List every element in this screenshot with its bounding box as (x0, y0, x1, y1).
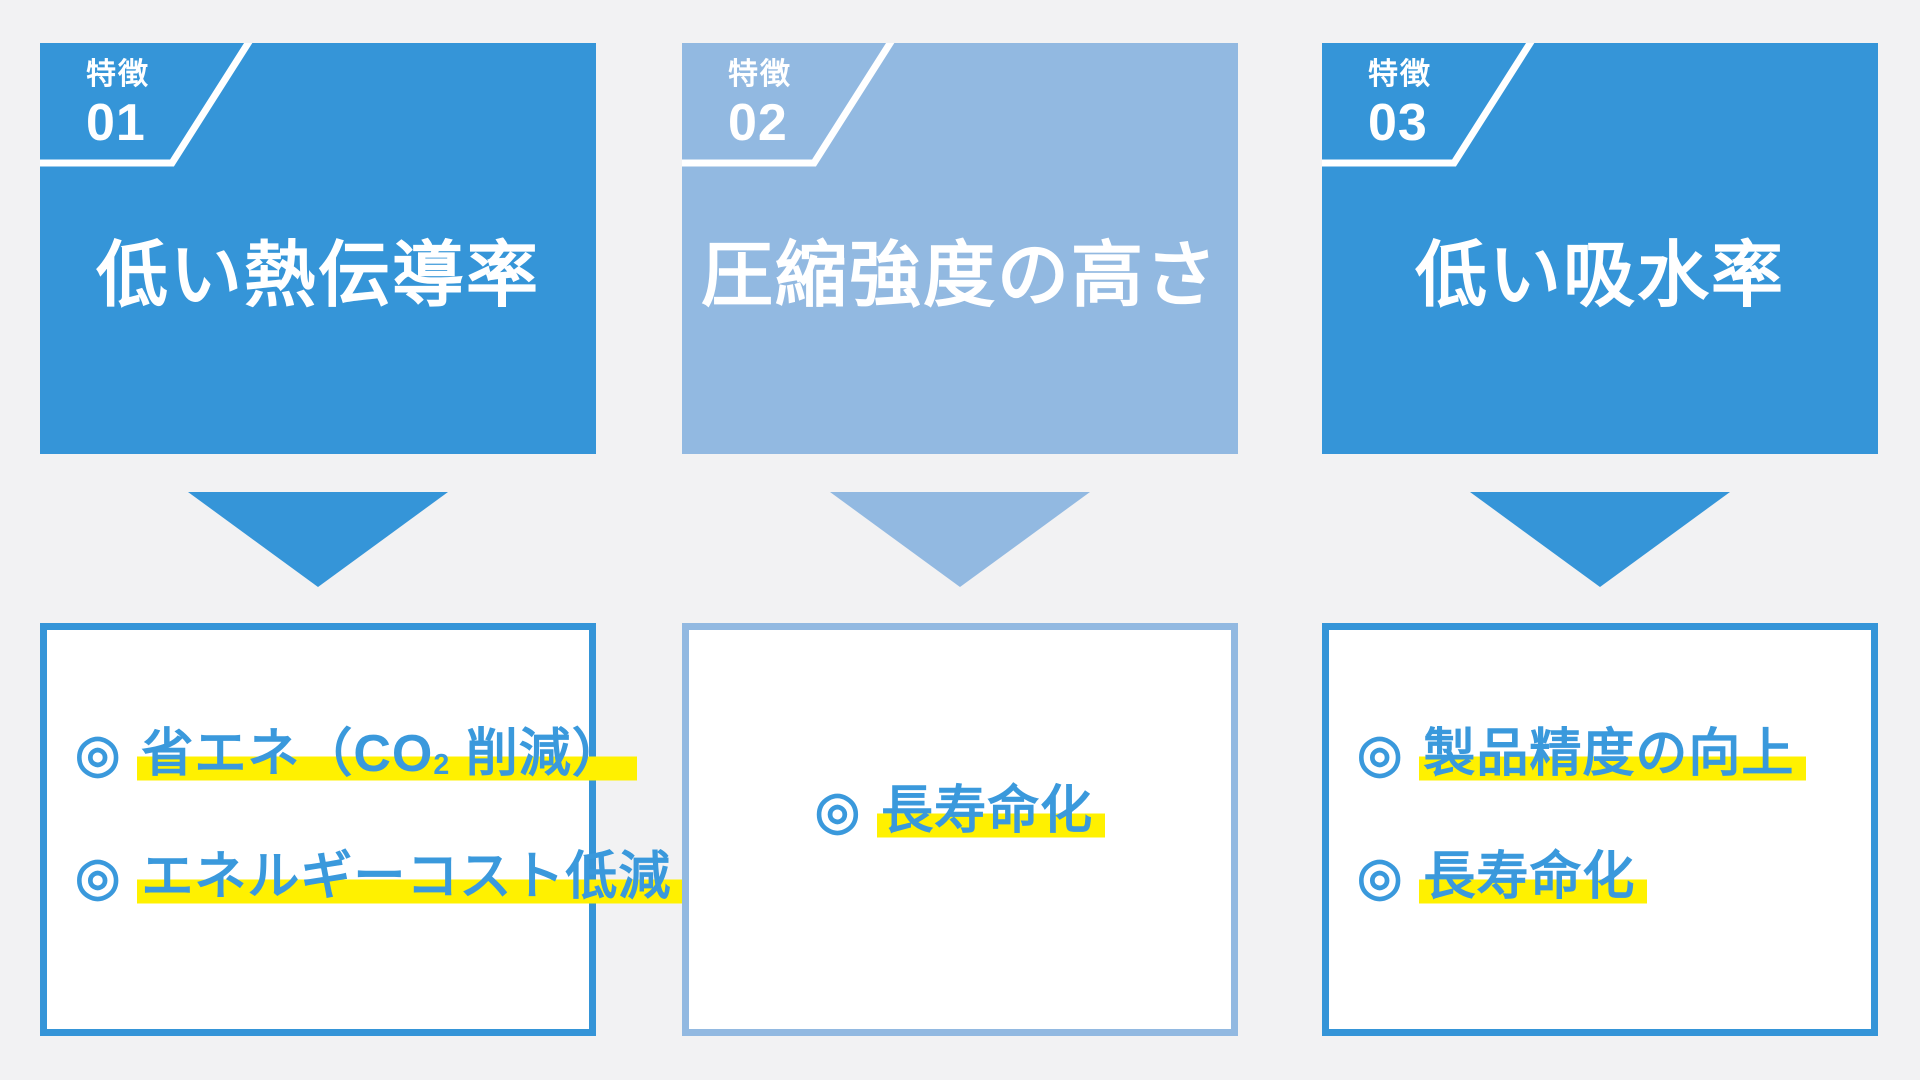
down-arrow-icon (1470, 492, 1730, 587)
subscript-text: 2 (433, 748, 451, 781)
bullseye-icon: ◎ (75, 848, 122, 906)
feature-column-1: 特徴 01 低い熱伝導率 ◎ 省エネ（CO2 削減） ◎ エネルギーコスト低減 (40, 43, 684, 1036)
benefit-item: ◎ 省エネ（CO2 削減） (75, 722, 637, 787)
feature-column-3: 特徴 03 低い吸水率 ◎ 製品精度の向上 ◎ 長寿命化 (1322, 43, 1878, 1036)
benefits-box-2: ◎ 長寿命化 (682, 623, 1238, 1036)
feature-title: 圧縮強度の高さ (700, 236, 1219, 316)
feature-badge: 特徴 03 (1368, 55, 1432, 151)
highlighted-text: 長寿命化 (1419, 848, 1648, 906)
feature-header-2: 特徴 02 圧縮強度の高さ (682, 43, 1238, 454)
bullseye-icon: ◎ (814, 782, 862, 840)
highlighted-text: 製品精度の向上 (1419, 725, 1807, 783)
badge-number: 02 (728, 94, 788, 152)
badge-label: 特徴 (728, 58, 792, 91)
badge-label: 特徴 (86, 58, 150, 91)
benefit-item: ◎ 長寿命化 (1357, 845, 1648, 910)
down-arrow-icon (830, 492, 1090, 587)
feature-title: 低い熱伝導率 (95, 236, 540, 316)
bullseye-icon: ◎ (1357, 725, 1404, 783)
bullseye-icon: ◎ (1357, 848, 1404, 906)
benefits-box-1: ◎ 省エネ（CO2 削減） ◎ エネルギーコスト低減 (40, 623, 684, 1036)
feature-badge: 特徴 01 (86, 55, 150, 151)
feature-title: 低い吸水率 (1414, 236, 1785, 316)
highlighted-text: 長寿命化 (877, 782, 1106, 840)
down-arrow-icon (188, 492, 448, 587)
bullseye-icon: ◎ (75, 725, 122, 783)
benefit-item: ◎ 製品精度の向上 (1357, 722, 1807, 787)
badge-label: 特徴 (1368, 58, 1432, 91)
feature-badge: 特徴 02 (728, 55, 792, 151)
benefit-item: ◎ 長寿命化 (814, 779, 1106, 844)
badge-number: 03 (1368, 94, 1428, 152)
benefits-box-3: ◎ 製品精度の向上 ◎ 長寿命化 (1322, 623, 1878, 1036)
feature-header-3: 特徴 03 低い吸水率 (1322, 43, 1878, 454)
benefit-item: ◎ エネルギーコスト低減 (75, 845, 684, 910)
highlighted-text: 省エネ（CO2 削減） (137, 725, 637, 783)
feature-header-1: 特徴 01 低い熱伝導率 (40, 43, 596, 454)
feature-column-2: 特徴 02 圧縮強度の高さ ◎ 長寿命化 (682, 43, 1238, 1036)
badge-number: 01 (86, 94, 146, 152)
highlighted-text: エネルギーコスト低減 (137, 848, 684, 906)
